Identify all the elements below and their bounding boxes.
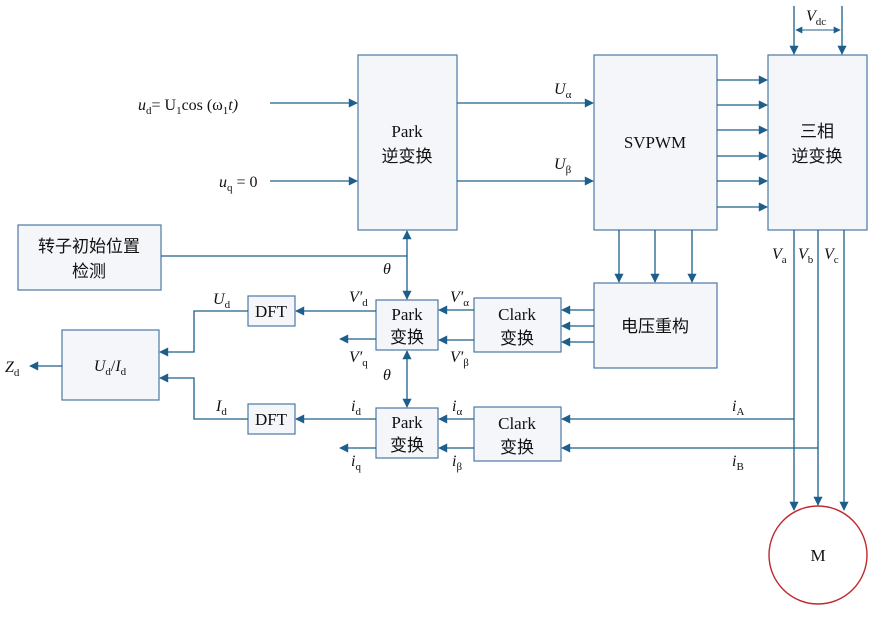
rotor-detect-block: 转子初始位置 检测 bbox=[17, 224, 162, 291]
vd-prime-label: V′d bbox=[349, 289, 368, 309]
iq-label: iq bbox=[351, 453, 361, 473]
zd-label: Zd bbox=[5, 359, 20, 379]
park-upper-label-2: 变换 bbox=[390, 328, 424, 348]
clark-lower-label-1: Clark bbox=[498, 414, 536, 433]
vbeta-prime-label: V′β bbox=[450, 349, 469, 369]
vc-label: Vc bbox=[824, 246, 839, 266]
ratio-block: Ud/Id bbox=[61, 329, 160, 401]
ud-output-label: Ud bbox=[213, 291, 231, 311]
park-upper-label-1: Park bbox=[391, 305, 423, 324]
clark-block-upper: Clark 变换 bbox=[473, 297, 562, 353]
rotor-detect-label-1: 转子初始位置 bbox=[38, 237, 140, 257]
dft-upper-label: DFT bbox=[255, 302, 288, 321]
ialpha-label: iα bbox=[452, 398, 462, 418]
motor: M bbox=[768, 505, 868, 605]
clark-upper-label-1: Clark bbox=[498, 305, 536, 324]
id-output-label: Id bbox=[215, 398, 227, 418]
dft-block-upper: DFT bbox=[247, 295, 296, 327]
park-lower-label-1: Park bbox=[391, 413, 423, 432]
svpwm-label: SVPWM bbox=[624, 133, 686, 152]
clark-lower-label-2: 变换 bbox=[500, 438, 534, 458]
uq-input-label: uq = 0 bbox=[219, 174, 258, 194]
connection-lines bbox=[29, 6, 849, 511]
iA-label: iA bbox=[732, 398, 744, 418]
ud-input-label: ud= U1cos (ω1t) bbox=[138, 97, 238, 117]
voltage-recon-label: 电压重构 bbox=[621, 317, 689, 337]
rotor-detect-label-2: 检测 bbox=[72, 262, 106, 282]
valpha-prime-label: V′α bbox=[450, 289, 469, 309]
vdc-label: Vdc bbox=[806, 8, 826, 28]
svpwm-block: SVPWM bbox=[593, 54, 718, 231]
id-arrow bbox=[159, 373, 248, 420]
id-label: id bbox=[351, 398, 361, 418]
park-inverse-block: Park 逆变换 bbox=[357, 54, 458, 231]
vb-label: Vb bbox=[798, 246, 814, 266]
vq-prime-label: V′q bbox=[349, 349, 368, 369]
park-block-upper: Park 变换 bbox=[375, 299, 439, 351]
park-lower-label-2: 变换 bbox=[390, 436, 424, 456]
dft-block-lower: DFT bbox=[247, 403, 296, 435]
iB-label: iB bbox=[732, 453, 744, 473]
park-inverse-label-2: 逆变换 bbox=[382, 147, 433, 167]
ibeta-label: iβ bbox=[452, 453, 462, 473]
ud-arrow bbox=[159, 310, 248, 357]
clark-upper-label-2: 变换 bbox=[500, 329, 534, 349]
u-beta-label: Uβ bbox=[554, 156, 572, 176]
inverter-label-1: 三相 bbox=[800, 122, 834, 142]
signal-labels: ud= U1cos (ω1t) uq = 0 Uα Uβ Vdc Va Vb V… bbox=[5, 8, 839, 473]
theta-label-lower: θ bbox=[383, 367, 391, 384]
dft-lower-label: DFT bbox=[255, 410, 288, 429]
inverter-block: 三相 逆变换 bbox=[767, 54, 868, 231]
clark-block-lower: Clark 变换 bbox=[473, 406, 562, 462]
theta-label-upper: θ bbox=[383, 261, 391, 278]
u-alpha-label: Uα bbox=[554, 81, 572, 101]
park-block-lower: Park 变换 bbox=[375, 407, 439, 459]
motor-label: M bbox=[810, 546, 825, 565]
va-label: Va bbox=[772, 246, 787, 266]
inverter-label-2: 逆变换 bbox=[792, 147, 843, 167]
ratio-label: Ud/Id bbox=[94, 358, 127, 378]
park-inverse-label-1: Park bbox=[391, 122, 423, 141]
voltage-recon-block: 电压重构 bbox=[593, 282, 718, 369]
